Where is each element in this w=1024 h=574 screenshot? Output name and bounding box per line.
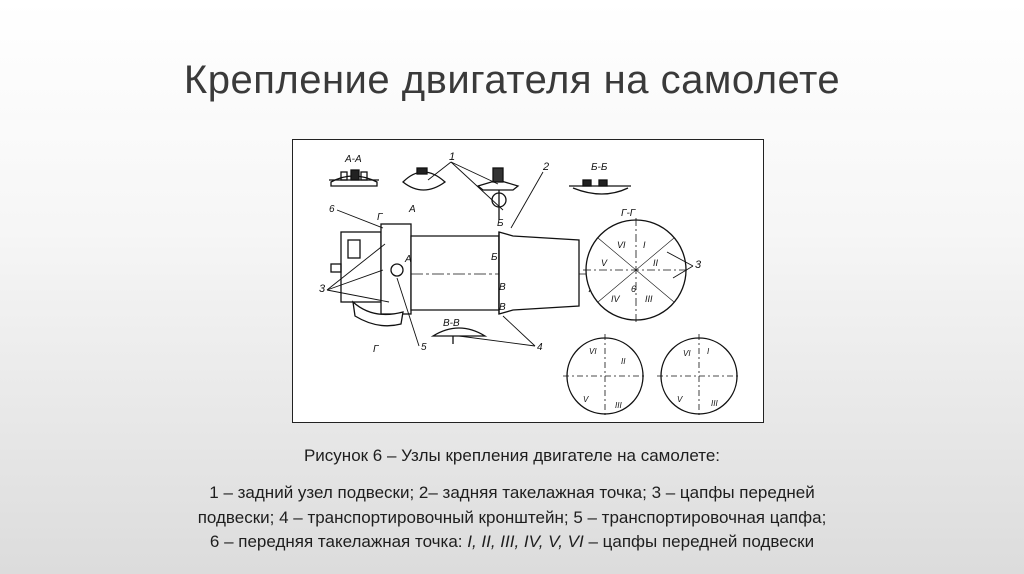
- figure-legend: 1 – задний узел подвески; 2– задняя таке…: [0, 481, 1024, 555]
- section-gg: Г-Г VI I V II IV III 6 3: [583, 208, 702, 322]
- legend-line-3: 6 – передняя такелажная точка: I, II, II…: [0, 530, 1024, 555]
- label-vv: В-В: [443, 318, 460, 329]
- callout-1: 1: [449, 151, 455, 163]
- svg-text:V: V: [677, 395, 683, 404]
- engine-mount-diagram: А-А Б-Б 1 2: [292, 139, 764, 423]
- cut-label-v-mid: В: [499, 282, 506, 293]
- svg-text:III: III: [615, 401, 622, 410]
- cut-label-b-mid: Б: [491, 252, 498, 263]
- legend-line-3-suffix: – цапфы передней подвески: [583, 532, 815, 551]
- legend-line-3-roman: I, II, III, IV, V, VI: [467, 532, 584, 551]
- callout-2: 2: [542, 161, 549, 173]
- label-gg: Г-Г: [621, 208, 637, 219]
- cut-label-g-low: Г: [373, 344, 380, 355]
- section-bb: Б-Б: [569, 162, 631, 195]
- gg-roman-VI: VI: [617, 240, 626, 250]
- engine-drawing: А-А Б-Б 1 2: [319, 151, 741, 418]
- gg-roman-IV: IV: [611, 294, 621, 304]
- svg-text:III: III: [711, 399, 718, 408]
- gg-roman-II: II: [653, 258, 659, 268]
- gg-roman-I: I: [643, 240, 646, 250]
- callout-4: 4: [537, 342, 543, 353]
- svg-text:I: I: [707, 347, 710, 356]
- rear-mount-detail: [402, 167, 520, 220]
- callout-5: 5: [421, 342, 427, 353]
- legend-line-3-prefix: 6 – передняя такелажная точка:: [209, 532, 468, 551]
- svg-text:VI: VI: [683, 349, 691, 358]
- slide-title: Крепление двигателя на самолете: [183, 58, 841, 102]
- gg-roman-III: III: [645, 294, 653, 304]
- mount-circle-right: VI I V III: [657, 334, 741, 418]
- callout-6-gg: 6: [631, 284, 636, 294]
- engine-body: [330, 223, 594, 327]
- svg-text:II: II: [621, 357, 626, 366]
- svg-text:V: V: [583, 395, 589, 404]
- section-aa: А-А: [329, 154, 379, 187]
- label-aa: А-А: [344, 154, 362, 165]
- mount-circle-left: VI II V III: [563, 334, 647, 418]
- cut-label-v-low: В: [499, 302, 506, 313]
- legend-line-2: подвески; 4 – транспортировочный кронште…: [197, 507, 827, 527]
- cut-label-a-mid: А: [404, 254, 412, 265]
- section-vv: В-В: [430, 318, 488, 344]
- label-bb: Б-Б: [591, 162, 608, 173]
- figure-caption: Рисунок 6 – Узлы крепления двигателе на …: [303, 446, 721, 465]
- legend-line-1: 1 – задний узел подвески; 2– задняя таке…: [209, 483, 815, 502]
- callout-3-left: 3: [319, 283, 326, 295]
- cut-label-g-top: Г: [377, 212, 384, 223]
- callout-3-right: 3: [695, 259, 702, 271]
- svg-text:VI: VI: [589, 347, 597, 356]
- callout-6: 6: [329, 204, 335, 215]
- gg-roman-V: V: [601, 258, 608, 268]
- cut-label-a-top: А: [408, 204, 416, 215]
- cut-label-b-top: Б: [497, 218, 504, 229]
